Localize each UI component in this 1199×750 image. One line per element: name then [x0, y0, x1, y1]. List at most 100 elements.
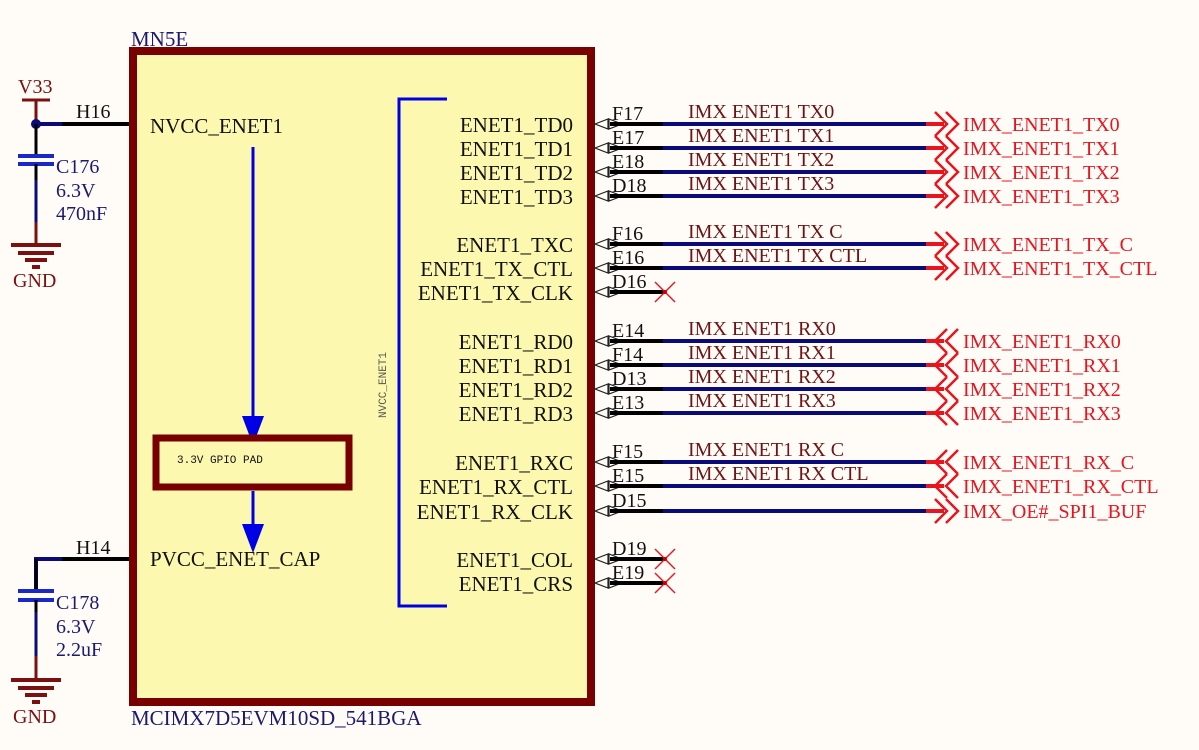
power-pin-name-pvcc-enet-cap: PVCC_ENET_CAP [150, 547, 320, 571]
no-connect-icon [654, 572, 676, 594]
ground-symbol-icon [11, 243, 61, 269]
bidirectional-pin-icon [608, 480, 624, 492]
pin-number: E18 [612, 151, 644, 173]
pin-number: F15 [612, 441, 643, 463]
ground-label-2: GND [13, 706, 56, 728]
net-label: IMX ENET1 TX1 [688, 125, 834, 147]
c178-value: 2.2uF [56, 639, 102, 661]
bidirectional-pin-icon [593, 335, 609, 347]
pin-name: ENET1_RD2 [459, 378, 573, 402]
input-port-icon [933, 400, 959, 426]
pin-name: ENET1_RX_CLK [417, 500, 573, 524]
bidirectional-pin-icon [593, 238, 609, 250]
net-label: IMX ENET1 TX CTL [688, 245, 867, 267]
port-label[interactable]: IMX_ENET1_RX_CTL [963, 476, 1159, 498]
bidirectional-pin-icon [593, 142, 609, 154]
bidirectional-pin-icon [608, 190, 624, 202]
pin-number: F14 [612, 344, 643, 366]
bidirectional-pin-icon [593, 553, 609, 565]
net-label: IMX ENET1 TX2 [688, 149, 834, 171]
port-label[interactable]: IMX_ENET1_RX_C [963, 452, 1134, 474]
bidirectional-pin-icon [593, 577, 609, 589]
net-label: IMX ENET1 RX CTL [688, 463, 869, 485]
pin-number: D15 [612, 490, 646, 512]
port-label[interactable]: IMX_ENET1_RX1 [963, 355, 1121, 377]
port-label[interactable]: IMX_ENET1_TX2 [963, 162, 1120, 184]
net-label: IMX ENET1 TX0 [688, 101, 834, 123]
input-port-icon [933, 376, 959, 402]
bidirectional-pin-icon [608, 456, 624, 468]
pin-number: E19 [612, 562, 644, 584]
bidirectional-pin-icon [593, 262, 609, 274]
pin-name: ENET1_CRS [459, 572, 573, 596]
pin-name: ENET1_RD1 [459, 354, 573, 378]
net-label: IMX ENET1 RX3 [688, 390, 836, 412]
port-label[interactable]: IMX_OE#_SPI1_BUF [963, 501, 1146, 523]
port-label[interactable]: IMX_ENET1_RX2 [963, 379, 1121, 401]
pin-number: F17 [612, 103, 643, 125]
bidirectional-pin-icon [608, 383, 624, 395]
no-connect-icon [654, 281, 676, 303]
pin-name: ENET1_RD0 [459, 330, 573, 354]
output-port-icon [934, 231, 960, 257]
component-body[interactable] [129, 47, 595, 706]
output-port-icon [934, 135, 960, 161]
no-connect-icon [654, 548, 676, 570]
gpio-pad-label: 3.3V GPIO PAD [177, 455, 263, 467]
signal-pin-enet1-crs[interactable]: ENET1_CRS E19 [459, 562, 676, 596]
pin-number: D16 [612, 271, 646, 293]
net-label: IMX ENET1 RX2 [688, 366, 836, 388]
port-label[interactable]: IMX_ENET1_TX0 [963, 114, 1120, 136]
power-domain-label: NVCC_ENET1 [378, 352, 390, 418]
output-port-icon [934, 255, 960, 281]
output-port-icon [934, 183, 960, 209]
port-label[interactable]: IMX_ENET1_TX_CTL [963, 258, 1157, 280]
input-port-icon [933, 449, 959, 475]
net-label: IMX ENET1 TX3 [688, 173, 834, 195]
pin-name: ENET1_RX_CTL [419, 475, 573, 499]
pin-number: D13 [612, 368, 646, 390]
input-port-icon [933, 473, 959, 499]
c178-voltage: 6.3V [56, 616, 96, 638]
bidirectional-pin-icon [593, 456, 609, 468]
bidirectional-pin-icon [608, 505, 624, 517]
bidirectional-pin-icon [608, 238, 624, 250]
port-label[interactable]: IMX_ENET1_TX_C [963, 234, 1133, 256]
power-pin-number-h16: H16 [76, 101, 110, 123]
bidirectional-pin-icon [608, 577, 624, 589]
pin-number: E13 [612, 392, 644, 414]
port-label[interactable]: IMX_ENET1_TX1 [963, 138, 1120, 160]
port-label[interactable]: IMX_ENET1_RX3 [963, 403, 1121, 425]
power-pin-name-nvcc-enet1: NVCC_ENET1 [150, 114, 283, 138]
pin-number: E16 [612, 247, 644, 269]
port-label[interactable]: IMX_ENET1_RX0 [963, 331, 1121, 353]
bidirectional-pin-icon [593, 166, 609, 178]
output-port-icon [934, 111, 960, 137]
c176-designator: C176 [56, 156, 99, 178]
pin-name: ENET1_TXC [456, 233, 573, 257]
port-label[interactable]: IMX_ENET1_TX3 [963, 186, 1120, 208]
pin-name: ENET1_RXC [455, 451, 573, 475]
bidirectional-pin-icon [608, 166, 624, 178]
arrow-down-icon [242, 524, 264, 553]
bidirectional-pin-icon [608, 142, 624, 154]
pin-name: ENET1_TD1 [460, 137, 573, 161]
ground-symbol-icon [11, 678, 61, 704]
pin-number: D18 [612, 175, 646, 197]
